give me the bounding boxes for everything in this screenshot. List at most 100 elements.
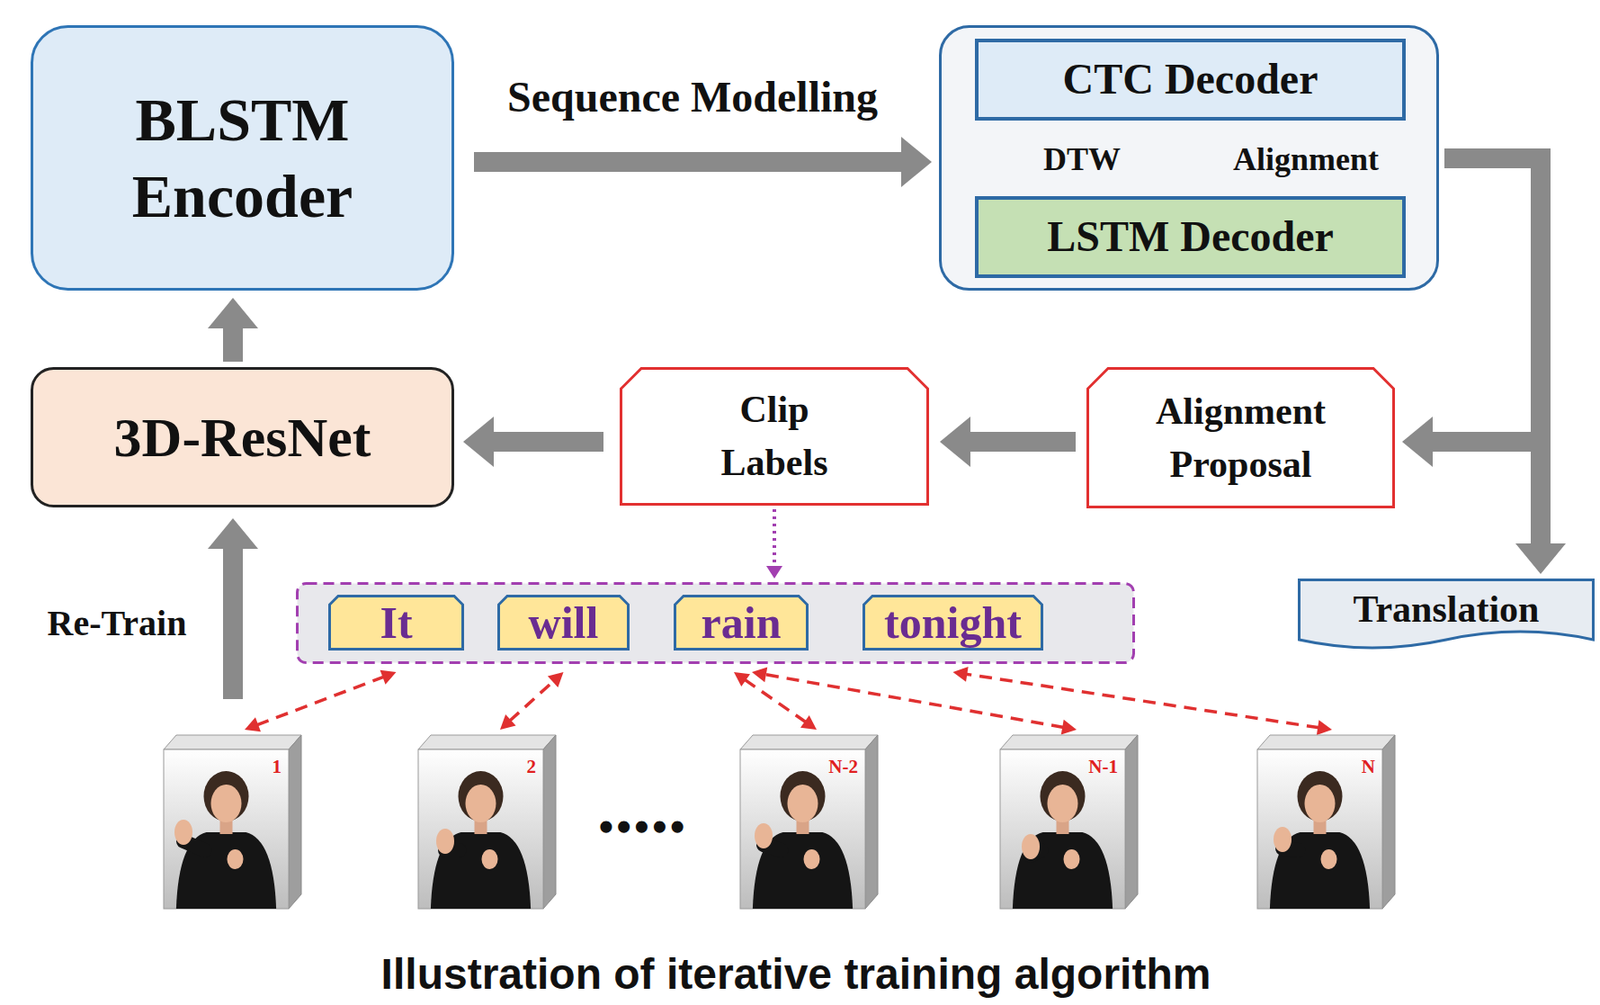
connector <box>207 518 259 699</box>
clip-front-face <box>1000 749 1126 909</box>
arrow-head <box>766 565 783 579</box>
node-body: CTC Decoder <box>974 38 1406 121</box>
word-tag-shape <box>864 596 1043 650</box>
process-box: Clip Labels <box>619 366 930 506</box>
node-body: N-1 <box>1000 734 1138 909</box>
signer-face <box>787 784 819 823</box>
signer-hair <box>1040 770 1086 822</box>
callout-number: N <box>1361 756 1376 778</box>
encoder-box: BLSTM Encoder <box>30 25 455 291</box>
connector-line <box>967 431 1076 452</box>
connector-line <box>491 431 604 452</box>
node-body: LSTM Decoder <box>974 196 1406 278</box>
signer-hand <box>754 822 773 849</box>
video-clip: 1 <box>163 734 302 909</box>
signer-hand <box>1063 849 1081 869</box>
callout-number: 1 <box>272 756 283 778</box>
connector <box>500 671 564 730</box>
node-label: will <box>528 599 599 645</box>
word-tag: It <box>328 594 465 651</box>
arrow-head <box>500 714 517 730</box>
cnn-box: 3D-ResNet <box>30 366 455 508</box>
signer-hand <box>482 849 499 869</box>
connector <box>939 416 1076 467</box>
arrow-head <box>800 715 817 730</box>
node-label: LSTM Decoder <box>1046 213 1334 261</box>
connector <box>207 297 259 362</box>
connector-line <box>509 680 555 722</box>
arrow-head <box>207 297 259 329</box>
node-body: will <box>497 594 630 651</box>
clip-top-face <box>418 734 556 750</box>
connector <box>751 666 1077 734</box>
node-body: Alignment Proposal <box>1086 366 1395 509</box>
clip-front-face <box>163 749 289 909</box>
word-tag-shape <box>330 596 464 650</box>
clip-side-face <box>865 734 878 909</box>
output-document: Translation <box>1297 578 1595 654</box>
encoder-box-outline <box>30 25 455 291</box>
arrow-head <box>1515 543 1566 574</box>
connector-line <box>1430 158 1541 442</box>
clip-side-face <box>543 734 556 909</box>
signer-body <box>176 831 277 909</box>
word-tag: tonight <box>862 594 1044 651</box>
word-tag-shape <box>499 596 629 650</box>
decoder-box: LSTM Decoder <box>974 196 1406 278</box>
connector <box>473 136 932 188</box>
output-document-shape <box>1299 580 1594 649</box>
clip-front-face <box>740 749 866 909</box>
node-label: Clip Labels <box>693 383 856 490</box>
process-box-shape <box>1088 368 1395 508</box>
node-label: BLSTM Encoder <box>94 81 392 235</box>
signer-hand <box>1321 849 1338 869</box>
node-label: Translation <box>1353 588 1540 630</box>
decoder-group-shape <box>940 26 1439 290</box>
node-body: rain <box>673 594 809 651</box>
ellipsis-mark: ••••• <box>594 801 691 851</box>
connector <box>953 666 1333 735</box>
connector <box>244 670 397 733</box>
callout-number: 2 <box>527 756 537 778</box>
decoder-group: DTW Alignment CTC DecoderLSTM Decoder <box>938 25 1440 291</box>
connector <box>733 671 817 730</box>
decoder-box: CTC Decoder <box>974 38 1406 121</box>
signer-hand <box>1021 833 1040 859</box>
signer-hair <box>780 770 826 822</box>
label-sequence-shape <box>297 583 1135 663</box>
arrow-head <box>1316 719 1332 735</box>
process-box-outline <box>1086 366 1395 509</box>
node-body: 2 <box>418 734 556 909</box>
node-label: rain <box>701 599 782 645</box>
signer-hair <box>204 770 250 822</box>
connector <box>463 416 604 467</box>
process-box-outline <box>619 366 930 506</box>
signer-face <box>1305 784 1336 823</box>
connector <box>766 509 783 579</box>
node-label: It <box>379 599 412 645</box>
arrow-head <box>1061 719 1077 735</box>
signer-hair <box>1297 770 1343 822</box>
clip-side-face <box>288 734 302 909</box>
signer-face <box>1047 784 1079 823</box>
process-box: Alignment Proposal <box>1086 366 1395 509</box>
clip-front-face <box>418 749 544 909</box>
node-body: Clip Labels <box>619 366 930 506</box>
arrow-head <box>1402 416 1433 467</box>
edge-label: Sequence Modelling <box>503 71 882 122</box>
arrow-head <box>953 666 969 682</box>
arrow-head <box>901 136 932 188</box>
signer-hand <box>436 828 455 854</box>
connector-line <box>1444 158 1541 546</box>
node-body: 1 <box>163 734 302 909</box>
connector-line <box>256 676 385 725</box>
word-tag: will <box>497 594 630 651</box>
connector-line <box>223 545 243 699</box>
group-label: Alignment <box>1233 142 1379 179</box>
word-tag: rain <box>673 594 809 651</box>
group-label: DTW <box>1043 142 1121 179</box>
signer-face <box>211 784 242 823</box>
arrow-head <box>751 666 768 682</box>
signer-hand <box>227 849 244 869</box>
